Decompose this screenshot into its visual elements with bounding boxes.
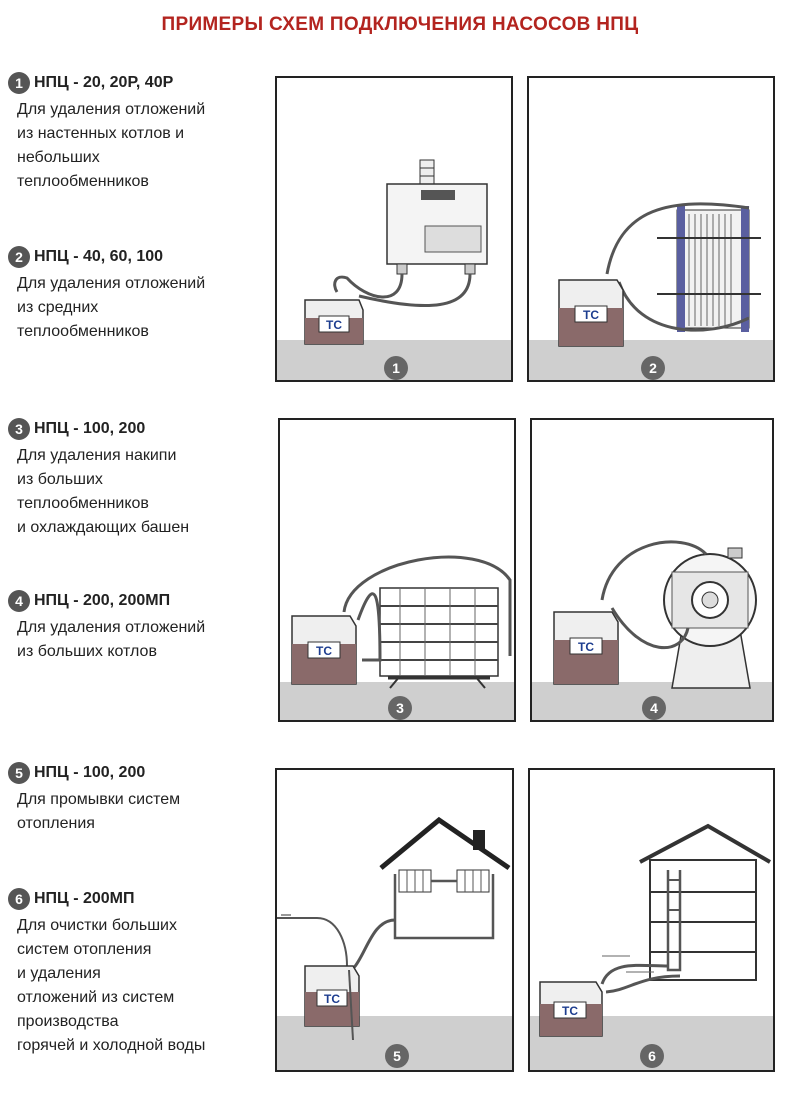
item-line: Для промывки систем — [17, 791, 181, 808]
item-model: НПЦ - 200, 200МП — [34, 592, 171, 609]
item-line: небольших — [17, 149, 100, 166]
item-model: НПЦ - 100, 200 — [34, 420, 146, 437]
item-line: Для удаления накипи — [17, 447, 177, 464]
item-line: теплообменников — [17, 323, 149, 340]
item-line: производства — [17, 1013, 119, 1030]
item-number-badge: 6 — [8, 888, 30, 910]
tc-logo: TC — [324, 992, 340, 1006]
diagram-panel-2: TC 2 — [527, 76, 775, 382]
tc-logo: TC — [326, 318, 342, 332]
item-line: систем отопления — [17, 941, 152, 958]
diagram-panel-6: TC 6 — [528, 768, 775, 1072]
item-line: из средних — [17, 299, 99, 316]
item-line: теплообменников — [17, 495, 149, 512]
panel-number-badge: 2 — [641, 356, 665, 380]
item-number-badge: 1 — [8, 72, 30, 94]
item-line: из больших котлов — [17, 643, 157, 660]
item-line: и удаления — [17, 965, 101, 982]
item-line: теплообменников — [17, 173, 149, 190]
item-number-badge: 4 — [8, 590, 30, 612]
diagram-panel-1: TC 1 — [275, 76, 513, 382]
item-line: и охлаждающих башен — [17, 519, 190, 536]
item-line: Для удаления отложений — [17, 619, 206, 636]
item-number-badge: 5 — [8, 762, 30, 784]
large-boiler-diagram: TC — [532, 540, 772, 720]
tc-logo: TC — [578, 640, 594, 654]
item-line: из настенных котлов и — [17, 125, 185, 142]
tc-logo: TC — [583, 308, 599, 322]
panel-number-badge: 4 — [642, 696, 666, 720]
page-title: ПРИМЕРЫ СХЕМ ПОДКЛЮЧЕНИЯ НАСОСОВ НПЦ — [161, 14, 639, 35]
large-heat-exchanger-diagram: TC — [280, 555, 514, 720]
building-water-system-diagram: TC — [530, 823, 773, 1070]
item-model: НПЦ - 20, 20Р, 40Р — [34, 74, 174, 91]
diagram-panel-5: TC 5 — [275, 768, 514, 1072]
item-line: отопления — [17, 815, 95, 832]
panel-number-badge: 6 — [640, 1044, 664, 1068]
item-line: из больших — [17, 471, 103, 488]
item-line: отложений из систем — [17, 989, 175, 1006]
plate-heat-exchanger-diagram: TC — [529, 202, 773, 380]
item-model: НПЦ - 200МП — [34, 890, 135, 907]
item-line: Для удаления отложений — [17, 275, 206, 292]
item-number-badge: 3 — [8, 418, 30, 440]
wall-boiler-diagram: TC — [277, 159, 511, 380]
panel-number-badge: 3 — [388, 696, 412, 720]
tc-logo: TC — [316, 644, 332, 658]
panel-number-badge: 1 — [384, 356, 408, 380]
item-model: НПЦ - 100, 200 — [34, 764, 146, 781]
item-number-badge: 2 — [8, 246, 30, 268]
item-line: горячей и холодной воды — [17, 1037, 206, 1054]
item-line: Для удаления отложений — [17, 101, 206, 118]
item-model: НПЦ - 40, 60, 100 — [34, 248, 164, 265]
diagram-panel-4: TC 4 — [530, 418, 774, 722]
tc-logo: TC — [562, 1004, 578, 1018]
diagram-panel-3: TC 3 — [278, 418, 516, 722]
item-line: Для очистки больших — [17, 917, 177, 934]
panel-number-badge: 5 — [385, 1044, 409, 1068]
house-heating-system-diagram: TC — [277, 816, 512, 1070]
